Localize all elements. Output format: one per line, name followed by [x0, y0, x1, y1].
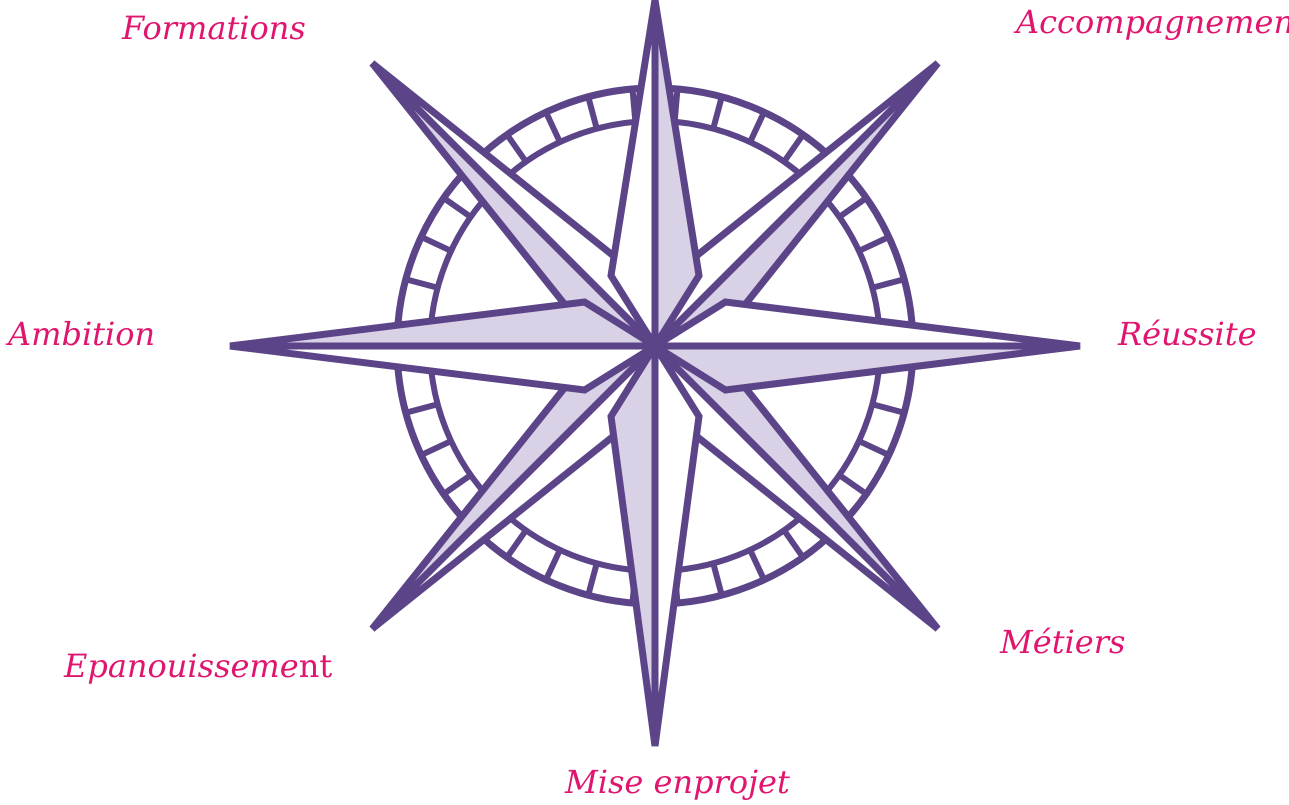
ring-tick: [859, 237, 889, 251]
label-epanouissement-upright: nt: [299, 647, 332, 685]
ring-tick: [859, 441, 889, 455]
point-south-right-half: [655, 346, 699, 746]
label-epanouissement-italic: Epanouisseme: [64, 647, 299, 685]
ring-tick: [406, 404, 438, 413]
label-mise-en-projet: Mise enprojet: [565, 766, 790, 798]
ring-tick: [784, 530, 803, 557]
label-metiers: Métiers: [1000, 626, 1125, 658]
label-formations: Formations: [122, 12, 306, 44]
ring-tick: [713, 563, 722, 595]
point-northeast-right-half: [655, 63, 938, 346]
ring-tick: [872, 404, 904, 413]
ring-tick: [507, 135, 526, 162]
ring-tick: [750, 550, 764, 580]
point-west-right-half: [230, 346, 655, 390]
point-southeast-right-half: [655, 346, 938, 629]
ring-tick: [507, 530, 526, 557]
ring-tick: [839, 475, 866, 494]
ring-tick: [839, 198, 866, 217]
point-southwest-right-half: [372, 346, 655, 629]
point-east-right-half: [655, 302, 1080, 346]
ring-tick: [546, 550, 560, 580]
ring-tick: [421, 441, 451, 455]
ring-tick: [784, 135, 803, 162]
point-west-left-half: [230, 302, 655, 346]
label-reussite: Réussite: [1118, 318, 1257, 350]
ring-tick: [713, 97, 722, 129]
ring-tick: [588, 563, 597, 595]
ring-tick: [444, 475, 471, 494]
ring-tick: [444, 198, 471, 217]
label-ambition: Ambition: [8, 318, 155, 350]
ring-tick: [588, 97, 597, 129]
point-northwest-right-half: [372, 63, 655, 346]
ring-tick: [406, 279, 438, 288]
ring-tick: [750, 112, 764, 142]
label-accompagnement: Accompagnement: [1016, 6, 1289, 38]
label-epanouissement: Epanouissement: [64, 650, 332, 682]
ring-tick: [872, 279, 904, 288]
ring-tick: [546, 112, 560, 142]
point-east-left-half: [655, 346, 1080, 390]
ring-tick: [421, 237, 451, 251]
compass-cardinal-points: [230, 0, 1080, 746]
point-south-left-half: [611, 346, 655, 746]
